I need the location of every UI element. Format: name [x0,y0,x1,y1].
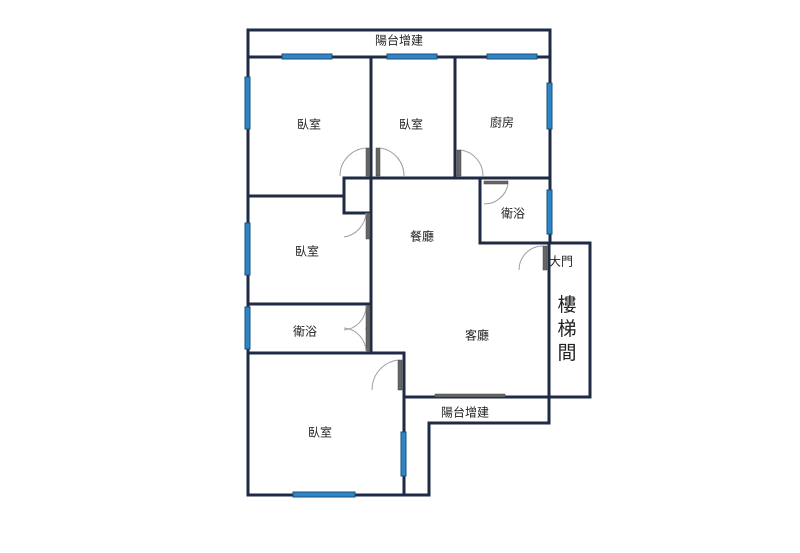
room-label-stair: 樓梯間 [557,294,577,364]
door-leaf [365,212,371,240]
door-swing [379,147,405,177]
room-label-balcony-bottom: 陽台增建 [440,405,490,420]
door-leaf [483,180,509,185]
window [292,491,356,498]
room-label-bedroom-3: 臥室 [294,244,320,259]
outer-wall [246,28,592,497]
window [546,189,553,235]
door-leaf [456,149,462,177]
room-label-bath-left: 衛浴 [292,324,318,339]
door-swing [518,245,544,271]
window [400,431,407,477]
main-door-label: 大門 [548,254,574,269]
door-swing [460,149,484,177]
door-leaf [375,147,381,177]
bath-right-walls [478,176,552,245]
windows [244,53,553,498]
window [546,82,553,130]
door-swing [343,327,367,353]
door-leaf [365,147,371,177]
window [486,53,538,60]
door-leaf [397,359,403,391]
main-door-leaf [542,245,548,271]
door-leaf [365,305,371,331]
window [244,222,251,276]
balcony-bottom-wall [402,241,551,399]
closet-notch [342,176,373,215]
room-label-kitchen: 廚房 [489,115,515,130]
window [386,53,438,60]
room-label-dining: 餐廳 [409,229,435,244]
window [244,306,251,350]
sliding-door [434,393,506,398]
door-swing [483,183,509,205]
door-swing [371,359,399,391]
room-label-bath-right: 衛浴 [500,206,526,221]
room-label-bedroom-1: 臥室 [296,117,322,132]
door-swing [339,147,367,177]
door-swing [343,305,367,331]
window [244,76,251,130]
doors [339,147,548,398]
door-swing [343,212,367,238]
room-label-bedroom-2: 臥室 [398,117,424,132]
door-leaf [365,327,371,353]
room-label-balcony-top: 陽台增建 [374,33,424,48]
room-label-bedroom-4: 臥室 [307,425,333,440]
room-label-living: 客廳 [464,328,490,343]
walls [246,28,592,497]
window [281,53,333,60]
